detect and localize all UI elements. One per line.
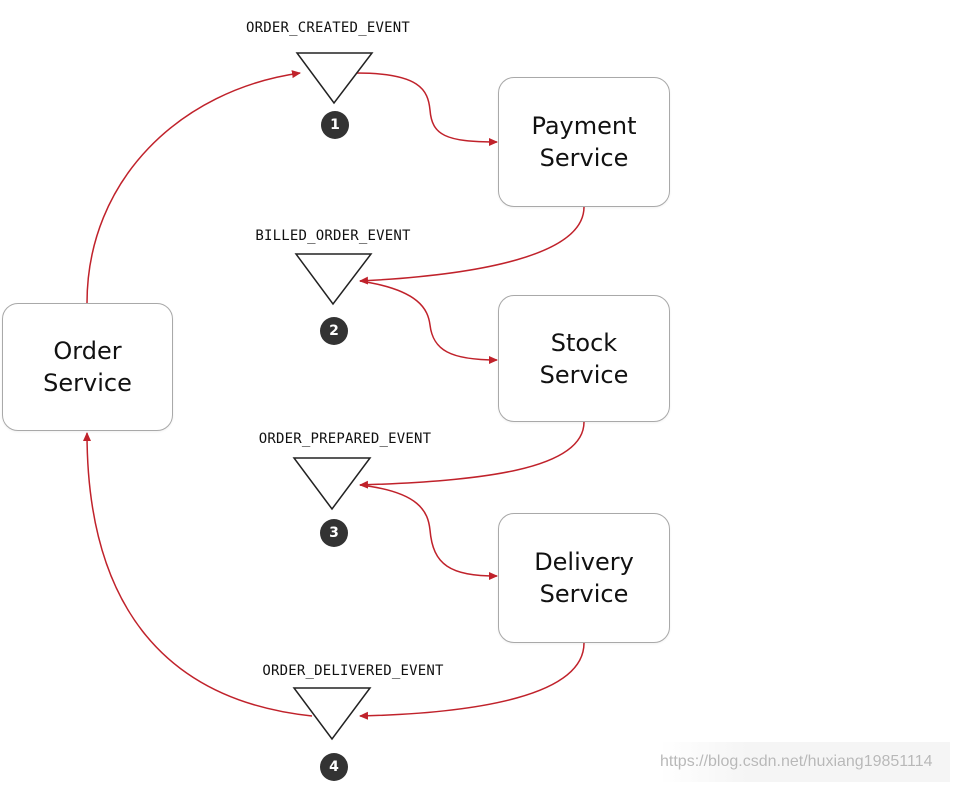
delivery-service-line1: Delivery	[534, 548, 634, 576]
stock-service-line2: Service	[539, 360, 629, 389]
step-marker-4: 4	[320, 753, 348, 781]
order-service-line2: Service	[43, 369, 132, 397]
step-marker-2: 2	[320, 317, 348, 345]
event-triangle-3	[292, 457, 372, 511]
event-triangle-2	[294, 253, 373, 306]
watermark-url: https://blog.csdn.net/huxiang19851114	[660, 742, 950, 782]
arrow-created-event-to-payment	[355, 72, 498, 146]
arrow-delivery-to-delivered-event	[359, 642, 585, 720]
event-label-billed-order: BILLED_ORDER_EVENT	[255, 228, 411, 244]
arrow-prepared-event-to-delivery	[359, 484, 498, 580]
payment-service-box: Payment Service	[498, 77, 670, 207]
delivery-service-line2: Service	[539, 580, 629, 608]
event-label-order-created: ORDER_CREATED_EVENT	[246, 20, 410, 36]
arrow-stock-to-prepared-event	[359, 421, 585, 489]
event-label-order-delivered: ORDER_DELIVERED_EVENT	[262, 663, 444, 679]
order-service-line1: Order	[53, 337, 122, 365]
step-marker-3: 3	[320, 519, 348, 547]
arrow-payment-to-billed-event	[359, 206, 585, 285]
arrow-order-to-created-event	[86, 70, 301, 304]
event-label-order-prepared: ORDER_PREPARED_EVENT	[258, 431, 432, 447]
payment-service-line1: Payment	[531, 112, 637, 140]
event-triangle-4	[292, 687, 372, 741]
order-service-box: Order Service	[2, 303, 173, 431]
arrow-delivered-event-to-order	[83, 432, 313, 717]
arrow-billed-event-to-stock	[359, 280, 498, 364]
stock-service-box: Stock Service	[498, 295, 670, 422]
stock-service-line1: Stock	[550, 328, 618, 357]
delivery-service-box: Delivery Service	[498, 513, 670, 643]
step-marker-1: 1	[321, 111, 349, 139]
payment-service-line2: Service	[539, 144, 629, 172]
event-triangle-1	[295, 52, 374, 105]
